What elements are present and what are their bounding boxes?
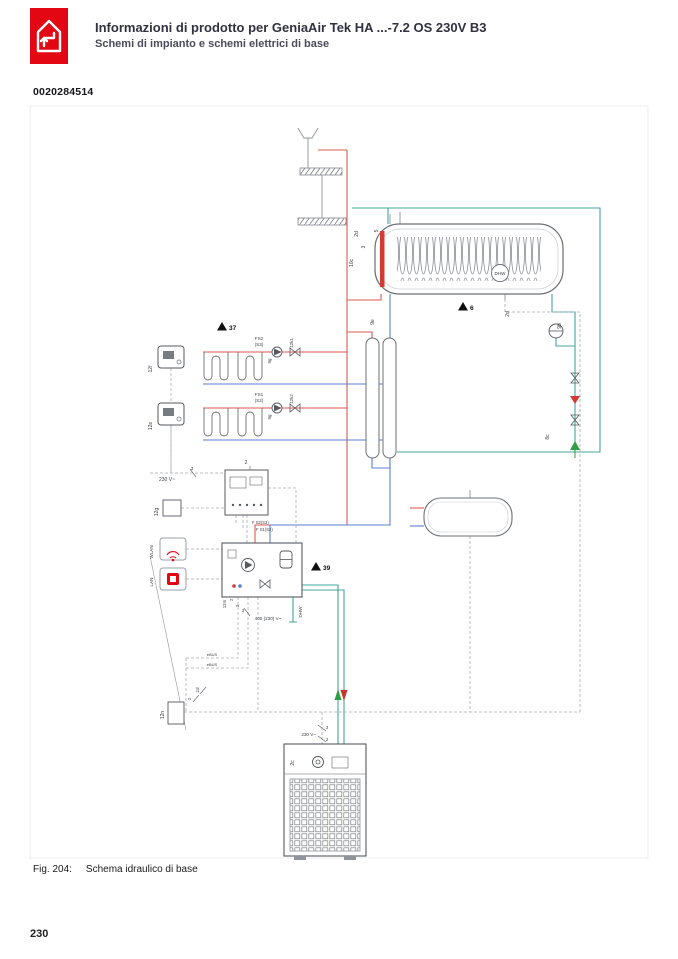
wire-ticks — [189, 468, 327, 743]
heating-coils — [203, 352, 263, 437]
room-thermostat-1 — [157, 345, 185, 369]
diagram-label: LAN — [149, 578, 154, 587]
flow-arrow-up — [570, 441, 580, 450]
diagram-label: 8c — [545, 434, 551, 440]
diagram-label: 3 — [191, 466, 194, 471]
diagram-label: F S1(S2) — [256, 527, 273, 532]
warning-number: 37 — [229, 325, 237, 332]
circulation-group — [548, 323, 580, 458]
diagram-label: 12k1 — [289, 338, 294, 348]
valve-icon — [289, 347, 301, 357]
diagram-label: 9b — [557, 323, 563, 329]
diagram-label: 2 — [187, 697, 192, 700]
warning-number: 6 — [470, 305, 474, 312]
brand-logo-icon — [30, 8, 68, 64]
wifi-icon — [166, 551, 180, 562]
figure-caption-text: Schema idraulico di base — [85, 864, 198, 875]
valve-icon — [259, 579, 271, 589]
outdoor-unit — [283, 743, 367, 860]
page-title: Informazioni di prodotto per GeniaAir Te… — [95, 20, 487, 35]
flow-arrow-up — [334, 689, 342, 700]
diagram-label: 12f — [148, 365, 154, 373]
diagram-label: 2d — [195, 687, 200, 693]
drain-grate-icon — [299, 167, 343, 176]
warning-triangle-icon — [458, 302, 468, 311]
valve-icon — [570, 414, 580, 426]
dhw-badges: DHW DHW — [298, 264, 509, 618]
diagram-label: 3 — [235, 604, 240, 607]
diagram-label: 3 — [242, 608, 245, 613]
diagram-label: 2 — [229, 598, 234, 601]
diagram-label: eBUS — [207, 652, 218, 657]
diagram-label: 5 — [374, 229, 380, 232]
diagram-label: 2d — [354, 231, 360, 237]
diagram-label: 2c — [290, 760, 296, 766]
buffer-cylinders — [365, 337, 397, 459]
circuit-pumps-valves — [271, 346, 301, 414]
diagram-label: 12e — [148, 422, 154, 431]
warning-number: 39 — [323, 565, 331, 572]
grille-icon — [289, 778, 361, 852]
diagram-label: 9g — [267, 414, 272, 419]
diagram-label: 9e — [370, 319, 376, 325]
electrical-wires — [150, 300, 581, 744]
diagram-label: 12m — [222, 599, 227, 608]
lan-module — [159, 567, 187, 591]
drain-grate-icon — [297, 217, 347, 226]
diagram-label: F S2(S3) — [252, 520, 269, 525]
diagram-label: eBUS — [207, 662, 218, 667]
diagram-labels: 52d310c2d9b8c9eFS2(S3)12k19gFS1(S2)12k29… — [148, 229, 563, 765]
room-thermostat-2 — [157, 402, 185, 426]
tundish-icon — [297, 127, 319, 139]
figure-caption: Fig. 204: Schema idraulico di base — [33, 864, 198, 875]
diagram-label: 2 — [245, 460, 248, 466]
boundary-line — [149, 555, 187, 731]
drain-and-structure — [149, 127, 506, 731]
electric-heater-icon — [380, 231, 385, 287]
control-unit — [224, 469, 269, 516]
diagram-label: (S3) — [255, 342, 264, 347]
storage-cylinder — [423, 497, 513, 537]
fan-icon — [312, 756, 324, 768]
warning-triangle-icon — [217, 322, 227, 331]
diagram-label: 12n — [160, 711, 166, 720]
diagram-label: 12k2 — [289, 394, 294, 404]
figure-caption-label: Fig. 204: — [33, 864, 72, 875]
diagram-label: (S2) — [255, 398, 264, 403]
page-number: 230 — [30, 928, 49, 940]
wlan-module — [159, 537, 187, 562]
document-number: 0020284514 — [33, 86, 94, 98]
warning-labels: 37 6 39 — [217, 302, 474, 572]
diagram-label: WLAN — [149, 545, 154, 558]
check-valve-icon — [570, 396, 580, 404]
relay-module — [162, 499, 182, 517]
diagram-label: 230 V~ — [301, 732, 316, 737]
diagram-label: 10c — [349, 258, 355, 267]
dhw-badge-text: DHW — [495, 271, 507, 276]
flow-arrows — [334, 689, 348, 701]
diagram-label: FS1 — [255, 392, 264, 397]
diagram-label: 230 V~ — [159, 477, 175, 483]
junction-box — [167, 701, 185, 725]
heat-exchanger-coil-icon — [397, 237, 541, 281]
figure-frame — [29, 105, 649, 859]
valve-icon — [570, 372, 580, 384]
diagram-label: 3 — [326, 725, 329, 730]
indoor-unit — [221, 542, 303, 598]
page-subtitle: Schemi di impianto e schemi elettrici di… — [95, 38, 330, 50]
diagram-label: 3 — [361, 245, 367, 248]
dhw-cylinder — [374, 223, 564, 295]
warning-triangle-icon — [311, 562, 321, 571]
diagram-label: 2 — [326, 737, 329, 742]
diagram-label: FS2 — [255, 336, 264, 341]
diagram-label: 2d — [505, 311, 511, 317]
valve-icon — [289, 403, 301, 413]
diagram-label: 12g — [154, 508, 160, 517]
diagram-label: 400 (230) V~ — [255, 616, 282, 621]
dhw-badge-circle — [491, 264, 509, 282]
diagram-label: 9g — [267, 358, 272, 363]
dhw-badge-text: DHW — [298, 606, 303, 618]
flow-arrow-down — [340, 690, 348, 701]
